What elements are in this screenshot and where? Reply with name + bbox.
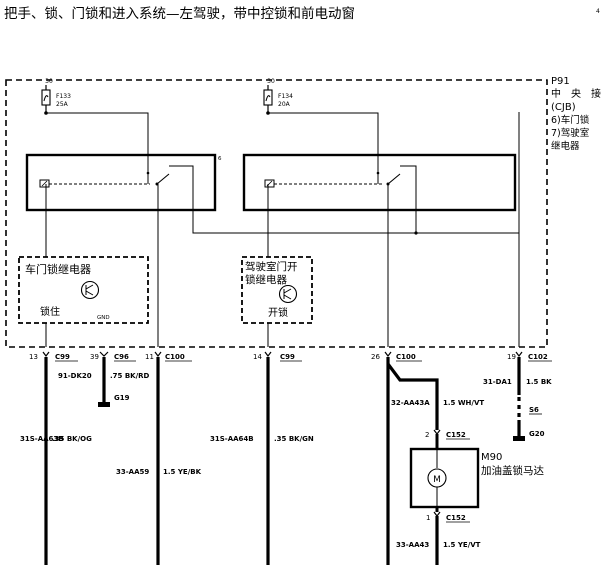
wire-circuit-label: 31-DA1 [483, 378, 512, 386]
fuse-icon [41, 89, 51, 106]
driver-door-unlock-relay-box [242, 153, 517, 212]
wire-circuit-label: 91-DK20 [58, 372, 92, 380]
wire-spec-label: 1.5 YE/BK [163, 468, 202, 476]
motor-bottom-connector: C152 [446, 514, 466, 522]
connector-pin-14: 14 C99 [253, 351, 302, 362]
motor-top-pin: 2 [425, 431, 429, 439]
pin-number: 26 [371, 353, 380, 361]
motor-bottom-pin: 1 [426, 514, 430, 522]
wire-circuit-label: 31S-AA64B [210, 435, 254, 443]
cjb-module-boundary [5, 79, 548, 348]
fuse-rating: 25A [56, 101, 69, 108]
relay-switch-icon [387, 173, 401, 185]
module-name-line-3: 6)车门锁 [551, 114, 590, 126]
wire-circuit-label: 31S-AA63B [20, 435, 64, 443]
door-lock-relay-box [25, 153, 217, 212]
connector-pin-11: 11 C100 [145, 351, 192, 362]
wire-spec-label: 1.5 WH/VT [443, 399, 484, 407]
relay-lock-label: 锁住 [40, 305, 60, 318]
pin-number: 14 [253, 353, 262, 361]
transistor-icon [80, 280, 100, 300]
ground-g20-icon [513, 436, 525, 441]
pin-number: 19 [507, 353, 516, 361]
relay-label-line-2: 锁继电器 [245, 273, 287, 286]
connector-name: C96 [114, 353, 129, 361]
fuse-name: F133 [56, 93, 71, 100]
fuse-f134: 30 F134 20A [263, 78, 293, 115]
connector-pin-26: 26 C100 [371, 351, 422, 362]
fuse-feed-label: 30 [45, 78, 53, 85]
splice-label: S6 [529, 406, 539, 414]
connector-pin-13: 13 C99 [29, 351, 78, 362]
wire-spec-label: 1.5 YE/VT [443, 541, 481, 549]
relay-label: 车门锁继电器 [25, 262, 91, 276]
relay-gnd-label: GND [97, 315, 110, 321]
module-name-line-2: (CJB) [551, 102, 576, 113]
connector-name: C100 [165, 353, 185, 361]
module-name-line-5: 继电器 [551, 140, 580, 152]
module-id: P91 [551, 76, 570, 87]
motor-symbol: M [433, 475, 441, 485]
relay-label-line-1: 驾驶室门开 [245, 260, 298, 273]
page-title: 把手、锁、门锁和进入系统—左驾驶，带中控锁和前电动窗 [4, 5, 355, 22]
driver-door-unlock-relay: 驾驶室门开 锁继电器 开锁 [241, 256, 313, 324]
ground-label: G20 [529, 430, 545, 438]
pin-number: 39 [90, 353, 99, 361]
fuse-icon [263, 89, 273, 106]
wire-spec-label: 1.5 BK [526, 378, 552, 386]
motor-top-connector: C152 [446, 431, 466, 439]
module-name-line-4: 7)驾驶室 [551, 127, 589, 139]
pin-number: 11 [145, 353, 154, 361]
fuse-feed-label: 30 [267, 78, 275, 85]
wire-spec-label: .75 BK/RD [110, 372, 150, 380]
wire-circuit-label: 32-AA43A [391, 399, 430, 407]
pin-number: 13 [29, 353, 38, 361]
connector-name: C99 [280, 353, 295, 361]
harness-wire-32-aa43a [386, 363, 439, 430]
wire-circuit-label: 33-AA43 [396, 541, 429, 549]
wire-spec-label: .35 BK/OG [52, 435, 92, 443]
wire-circuit-label: 33-AA59 [116, 468, 149, 476]
connector-name: C100 [396, 353, 416, 361]
fuse-name: F134 [278, 93, 293, 100]
ground-g19-icon [98, 402, 110, 407]
connector-name: C102 [528, 353, 548, 361]
motor-id: M90 [481, 452, 502, 463]
fuse-rating: 20A [278, 101, 291, 108]
relay-switch-icon [156, 173, 170, 185]
fuse-f133: 30 F133 25A [41, 78, 71, 115]
corner-mark: 4 [596, 8, 600, 15]
ground-label: G19 [114, 394, 130, 402]
door-lock-relay: 车门锁继电器 锁住 GND [18, 256, 149, 324]
fuel-door-lock-motor: 2 C152 M M90 加油盖锁马达 1 C152 [409, 429, 544, 565]
motor-name: 加油盖锁马达 [481, 464, 544, 477]
connector-pin-39: 39 C96 [90, 351, 136, 362]
connector-pin-19: 19 C102 [507, 351, 552, 362]
relay-box-pin-label: 6 [218, 156, 222, 162]
connector-name: C99 [55, 353, 70, 361]
wire-spec-label: .35 BK/GN [274, 435, 314, 443]
module-name-line-1: 中 央 接 [551, 87, 601, 100]
transistor-icon [278, 284, 298, 304]
relay-unlock-label: 开锁 [268, 306, 288, 319]
